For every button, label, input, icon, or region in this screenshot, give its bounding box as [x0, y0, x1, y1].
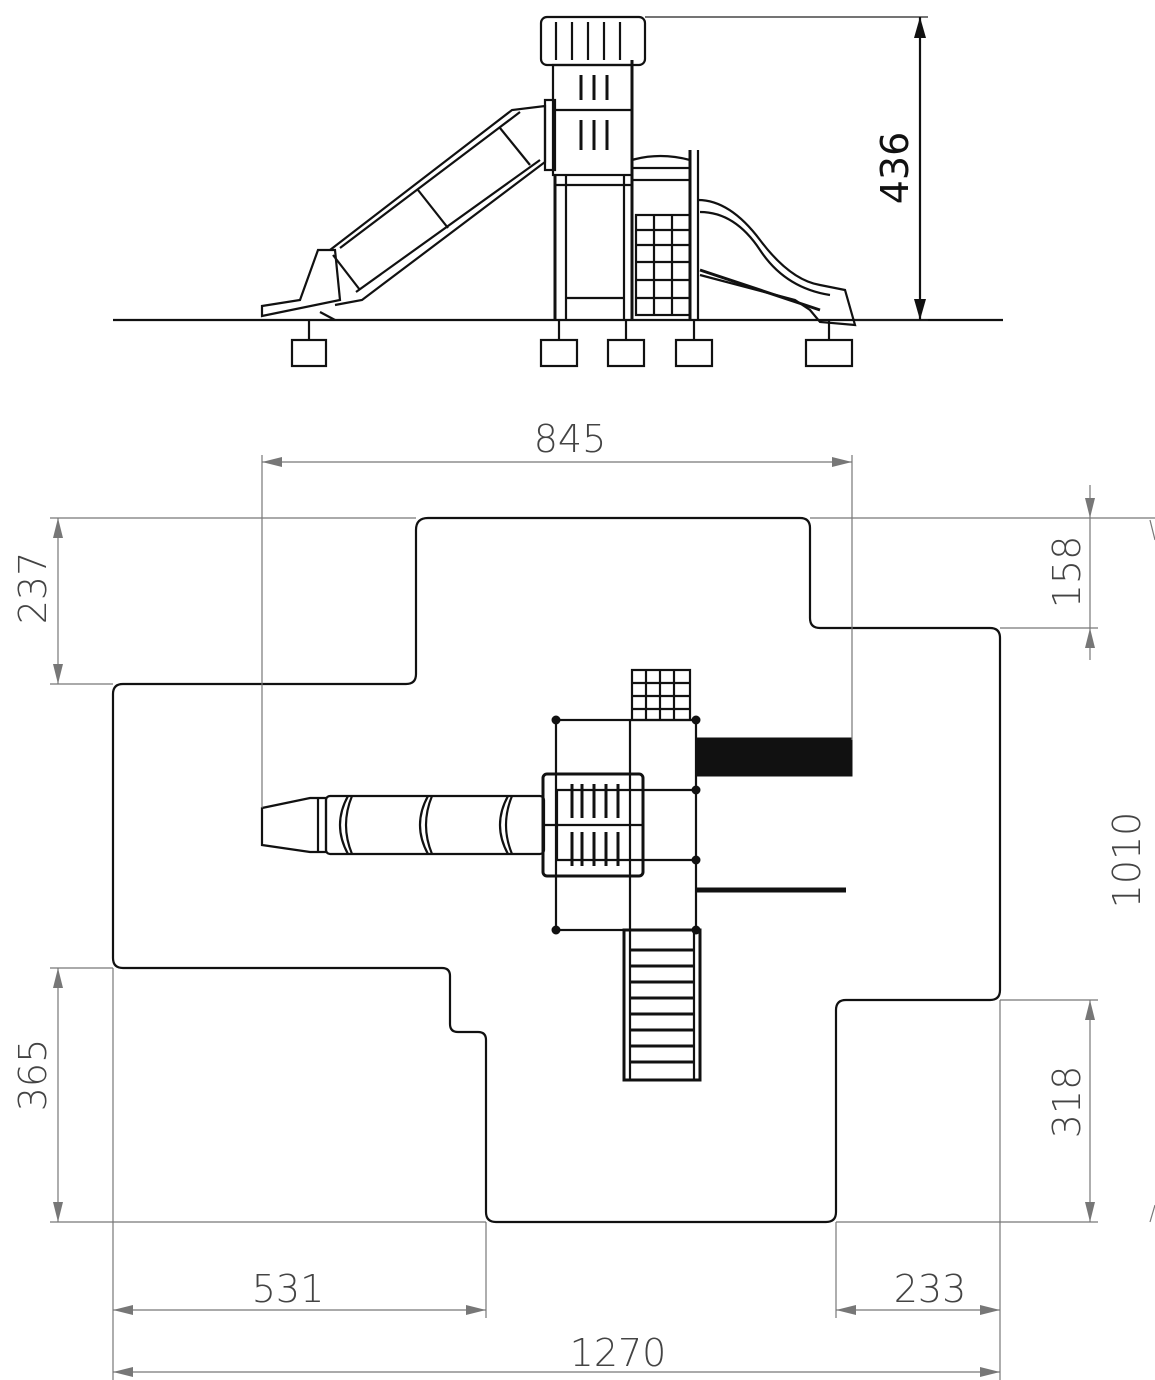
safety-zone-outline	[111, 516, 1002, 1224]
dim-233	[835, 1000, 1001, 1380]
dim-233-label: 233	[894, 1267, 967, 1311]
foundation-blocks	[290, 320, 854, 368]
tower-top	[541, 715, 701, 935]
dim-1270	[113, 1367, 1000, 1377]
tower-side	[539, 15, 647, 320]
dim-height-label: 436	[873, 132, 917, 205]
dim-845-label: 845	[534, 417, 607, 461]
dim-365	[50, 967, 486, 1223]
tube-slide-top	[260, 794, 546, 856]
height-dimension	[645, 16, 928, 321]
plan-view: 845 237 158 1010	[11, 417, 1155, 1380]
dim-845	[261, 455, 853, 808]
dim-158	[810, 485, 1155, 660]
dim-158-label: 158	[1045, 536, 1089, 609]
dim-531-label: 531	[252, 1267, 325, 1311]
ladder-bottom-top	[622, 928, 702, 1082]
wave-slide-side	[697, 198, 857, 327]
dim-237	[50, 517, 416, 685]
dim-318-label: 318	[1045, 1066, 1089, 1139]
dim-531	[112, 968, 487, 1380]
dim-365-label: 365	[11, 1039, 55, 1112]
dim-237-label: 237	[11, 552, 55, 625]
wave-slide-top	[695, 737, 853, 893]
side-elevation-view: 436	[113, 15, 1003, 368]
platform-ladder-side	[630, 150, 700, 320]
dim-318	[836, 999, 1098, 1223]
net-ladder-top	[630, 668, 692, 722]
dim-1010	[1149, 519, 1155, 1223]
dim-1010-label: 1010	[1105, 812, 1149, 909]
tube-slide-side	[260, 104, 547, 321]
dim-1270-label: 1270	[570, 1331, 667, 1375]
